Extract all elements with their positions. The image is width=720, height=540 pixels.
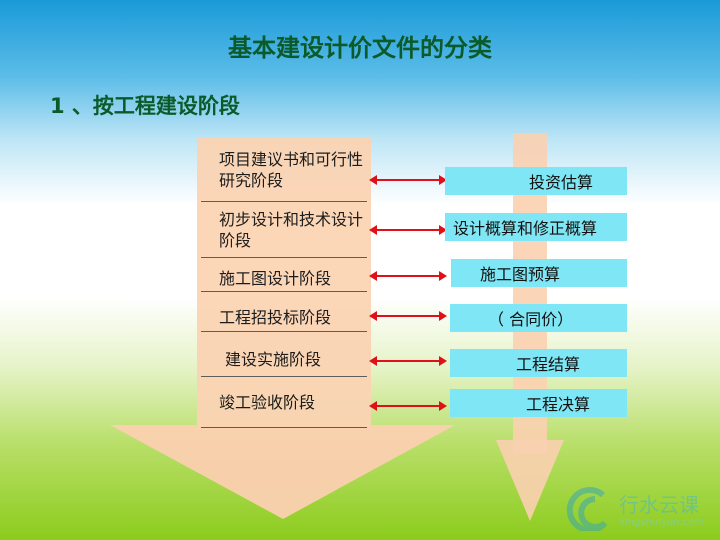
document-box: 工程结算 — [450, 349, 627, 377]
stage-item: 建设实施阶段 — [201, 332, 367, 377]
section-heading: 1 、按工程建设阶段 — [50, 94, 240, 118]
stage-item: 项目建议书和可行性研究阶段 — [201, 138, 367, 202]
watermark-url: xingshuiyun.com — [619, 517, 705, 528]
double-arrow — [369, 225, 447, 235]
slide-title: 基本建设计价文件的分类 — [228, 34, 492, 62]
document-box: 投资估算 — [445, 167, 627, 195]
wave-logo-icon — [566, 487, 608, 531]
double-arrow — [369, 311, 447, 321]
double-arrow — [369, 401, 447, 411]
stage-item: 竣工验收阶段 — [201, 377, 367, 428]
document-box: （ 合同价） — [450, 304, 627, 332]
document-box: 施工图预算 — [451, 259, 627, 287]
stage-item: 工程招投标阶段 — [201, 292, 367, 332]
left-arrow-head — [110, 425, 455, 519]
document-box: 设计概算和修正概算 — [445, 213, 627, 241]
double-arrow — [369, 271, 447, 281]
stage-item: 施工图设计阶段 — [201, 258, 367, 292]
stage-item: 初步设计和技术设计阶段 — [201, 202, 367, 258]
right-arrow-head — [496, 440, 564, 521]
double-arrow — [369, 175, 447, 185]
double-arrow — [369, 356, 447, 366]
stage-column: 项目建议书和可行性研究阶段 初步设计和技术设计阶段 施工图设计阶段 工程招投标阶… — [197, 138, 371, 430]
document-box: 工程决算 — [450, 389, 627, 417]
watermark-name: 行水云课 — [619, 493, 699, 517]
